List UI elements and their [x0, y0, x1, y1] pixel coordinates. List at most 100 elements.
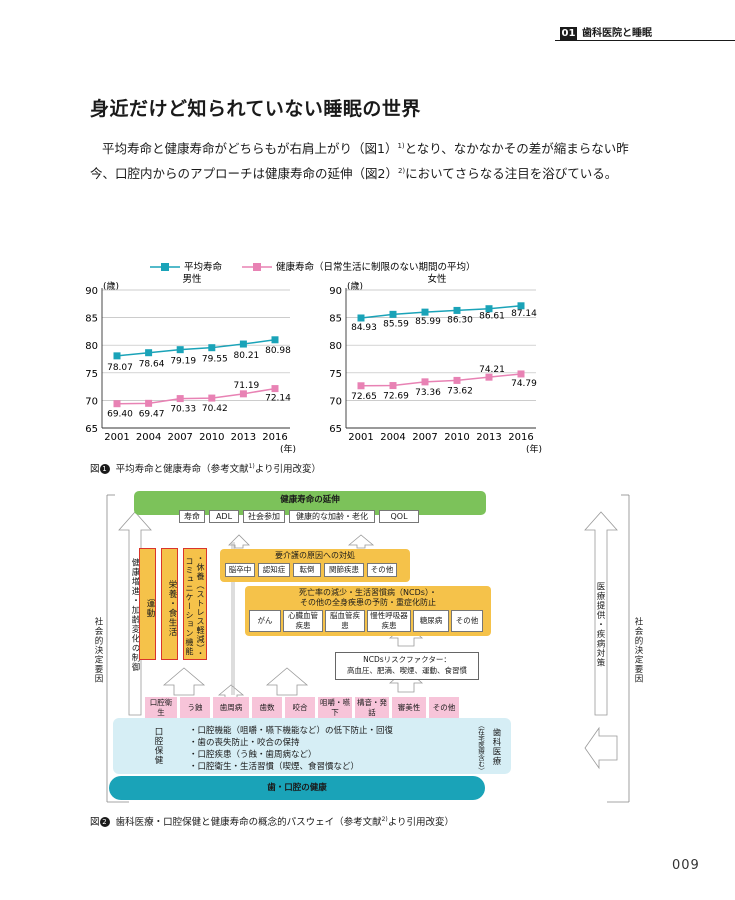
y-tick-label: 90 — [85, 286, 98, 297]
life-expectancy-charts: 平均寿命 健康寿命（日常生活に制限のない期間の平均） 男性 (歳) 65 70 75 80… — [85, 261, 542, 455]
para-text-3: においてさらなる注目を浴びている。 — [405, 166, 618, 182]
x-tick-label: 2013 — [476, 432, 501, 443]
ncd-items-row: がん心臓血管疾患脳血管疾患慢性呼吸器疾患糖尿病その他 — [249, 610, 489, 634]
rest-communication-column: ・休養（ストレス軽減）・コミュニケーション機能 — [183, 548, 207, 660]
body-paragraph: 平均寿命と健康寿命がどちらもが右肩上がり（図1）1)となり、なかなかその差が縮ま… — [90, 135, 638, 185]
y-tick-label: 65 — [329, 424, 342, 435]
y-tick-label: 85 — [85, 314, 98, 325]
para-text-2: となり、なかなかその差が縮まらない昨今、口腔内からのアプローチは健康寿命の延伸（… — [90, 141, 629, 182]
data-label: 80.98 — [265, 346, 291, 356]
caption2-ref: 2) — [381, 815, 388, 823]
oral-bullet: ・歯の喪失防止・咬合の保持 — [189, 738, 300, 748]
data-label: 70.33 — [170, 405, 196, 415]
data-point — [485, 373, 493, 381]
y-tick-label: 90 — [329, 286, 342, 297]
x-tick-label: 2013 — [231, 432, 256, 443]
pathway-diagram: 社会的決定要因 社会的決定要因 健康増進・加齢変化の制御 医療提供・疾病対策 健… — [89, 490, 647, 810]
oral-item: 咬合 — [285, 697, 315, 718]
y-tick-label: 70 — [85, 396, 98, 407]
chart-title: 男性 — [182, 273, 202, 285]
x-tick-label: 2007 — [412, 432, 437, 443]
data-point — [421, 378, 429, 386]
y-tick-label: 75 — [85, 369, 98, 380]
legend-marker-1 — [161, 263, 169, 271]
x-axis-unit: (年) — [526, 443, 542, 455]
x-tick-label: 2016 — [508, 432, 533, 443]
risk-factor-box: NCDsリスクファクター： 高血圧、肥満、喫煙、運動、食習慣 — [335, 652, 479, 680]
x-tick-label: 2004 — [380, 432, 405, 443]
ncd-item: 脳血管疾患 — [325, 610, 365, 632]
care-item: 認知症 — [258, 563, 290, 577]
caption2-number: 2 — [99, 817, 110, 827]
data-label: 72.14 — [265, 394, 291, 404]
oral-health-box — [113, 718, 511, 774]
data-point — [485, 305, 493, 313]
care-item: 関節疾患 — [324, 563, 364, 577]
exercise-column: 運動 — [139, 548, 156, 660]
dental-care-label: 歯科医療 — [491, 728, 501, 766]
data-point — [145, 349, 153, 357]
data-point — [239, 390, 247, 398]
care-item: その他 — [367, 563, 397, 577]
data-label: 69.47 — [139, 409, 165, 419]
data-label: 87.14 — [511, 309, 537, 319]
x-tick-label: 2016 — [262, 432, 287, 443]
x-tick-label: 2001 — [348, 432, 373, 443]
data-label: 78.07 — [107, 363, 133, 373]
risk-items: 高血圧、肥満、喫煙、運動、食習慣 — [347, 666, 467, 675]
data-label: 79.55 — [202, 355, 228, 365]
x-axis-unit: (年) — [280, 443, 296, 455]
data-point — [517, 302, 525, 310]
data-label: 80.21 — [234, 351, 260, 361]
y-tick-label: 65 — [85, 424, 98, 435]
data-label: 69.40 — [107, 410, 133, 420]
caption1-number: 1 — [99, 464, 110, 474]
care-item: 脳卒中 — [225, 563, 255, 577]
data-point — [113, 400, 121, 408]
data-label: 84.93 — [351, 323, 377, 333]
data-point — [453, 306, 461, 314]
y-axis-unit: (歳) — [347, 280, 363, 292]
data-label: 72.65 — [351, 392, 377, 402]
page-number: 009 — [672, 858, 700, 873]
oral-bullet: ・口腔衛生・生活習慣（喫煙、食習慣など） — [189, 762, 360, 772]
oral-health-label: 口腔保健 — [153, 727, 163, 765]
data-point — [176, 346, 184, 354]
oral-item: 歯周病 — [213, 697, 249, 718]
ref-1: 1) — [397, 142, 405, 150]
y-tick-label: 70 — [329, 396, 342, 407]
data-point — [453, 376, 461, 384]
chart-title: 女性 — [427, 273, 447, 285]
section-title: 身近だけど知られていない睡眠の世界 — [90, 98, 421, 120]
ncd-item: 糖尿病 — [413, 610, 449, 632]
dental-care-sub: （在宅医療含む） — [476, 722, 485, 774]
risk-title: NCDsリスクファクター： — [363, 655, 451, 664]
data-point — [208, 344, 216, 352]
oral-bullets: ・口腔機能（咀嚼・嚥下機能など）の低下防止・回復・歯の喪失防止・咬合の保持・口腔… — [189, 724, 409, 774]
y-tick-label: 80 — [329, 341, 342, 352]
chart-legend: 平均寿命 健康寿命（日常生活に制限のない期間の平均） — [150, 261, 476, 273]
oral-item: その他 — [429, 697, 459, 718]
series-line-1 — [360, 305, 522, 319]
ref-2: 2) — [397, 167, 406, 176]
data-label: 73.62 — [447, 386, 473, 396]
caption2-text: 歯科医療・口腔保健と健康寿命の概念的パスウェイ（参考文献 — [115, 817, 382, 828]
data-label: 74.21 — [479, 365, 505, 375]
data-point — [357, 382, 365, 390]
caption2-tail: より引用改変） — [387, 817, 455, 828]
data-point — [271, 336, 279, 344]
data-label: 71.19 — [234, 381, 260, 391]
medical-care-label: 医療提供・疾病対策 — [595, 582, 605, 668]
oral-items-row: 口腔衛生う蝕歯周病歯数咬合咀嚼・嚥下構音・発話審美性その他 — [145, 697, 477, 719]
data-point — [389, 310, 397, 318]
data-point — [357, 314, 365, 322]
ncd-title-1: 死亡率の減少・生活習慣病（NCDs）・ — [299, 588, 437, 597]
data-label: 70.42 — [202, 404, 228, 414]
data-label: 73.36 — [415, 388, 441, 398]
ncd-title-2: その他の全身疾患の予防・重症化防止 — [300, 598, 436, 607]
oral-item: う蝕 — [180, 697, 210, 718]
caption1-label: 図 — [90, 464, 100, 475]
top-item: QOL — [379, 510, 419, 523]
